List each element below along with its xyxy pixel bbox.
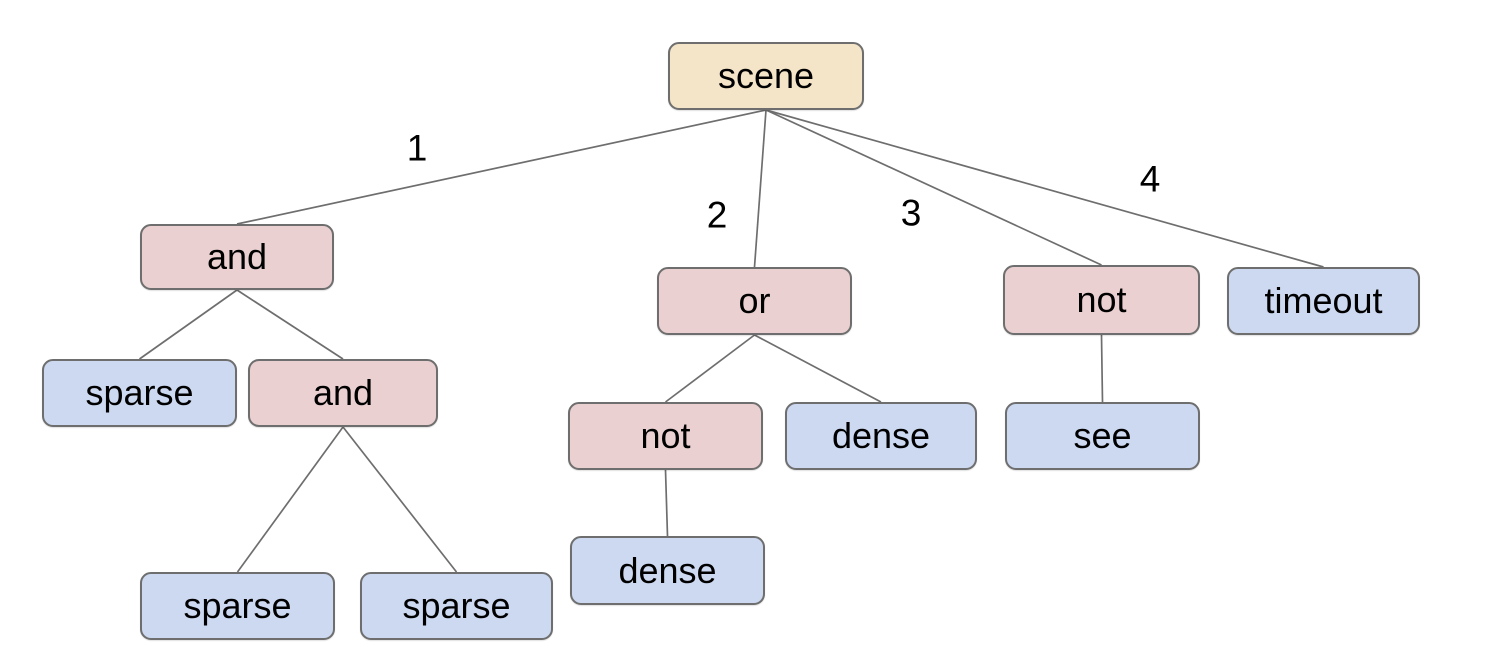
node-sparse-2: sparse: [140, 572, 335, 640]
edge-scene-to-timeout-1: [765, 109, 1324, 268]
edge-not-2-to-dense-2: [664, 469, 669, 537]
node-see-1: see: [1005, 402, 1200, 470]
edge-label-3: 3: [900, 192, 922, 234]
edge-or-1-to-not-2: [664, 334, 756, 403]
edge-and-1-to-and-2: [236, 289, 344, 360]
node-sparse-3: sparse: [360, 572, 553, 640]
node-dense-1: dense: [785, 402, 977, 470]
edge-label-4: 4: [1139, 158, 1161, 200]
node-or-1: or: [657, 267, 852, 335]
edge-scene-to-or-1: [753, 109, 767, 268]
node-dense-2: dense: [570, 536, 765, 605]
edge-and-2-to-sparse-2: [236, 426, 344, 573]
node-sparse-1: sparse: [42, 359, 237, 427]
node-not-2: not: [568, 402, 763, 470]
node-timeout-1: timeout: [1227, 267, 1420, 335]
edge-or-1-to-dense-1: [754, 334, 882, 403]
node-not-1: not: [1003, 265, 1200, 335]
edge-scene-to-and-1: [236, 109, 767, 225]
edge-and-1-to-sparse-1: [139, 289, 238, 360]
node-and-2: and: [248, 359, 438, 427]
edge-label-1: 1: [406, 127, 428, 169]
node-scene: scene: [668, 42, 864, 110]
edge-not-1-to-see-1: [1100, 334, 1104, 403]
edge-and-2-to-sparse-3: [342, 426, 458, 573]
edge-scene-to-not-1: [765, 109, 1102, 266]
node-and-1: and: [140, 224, 334, 290]
edge-label-2: 2: [706, 194, 728, 236]
